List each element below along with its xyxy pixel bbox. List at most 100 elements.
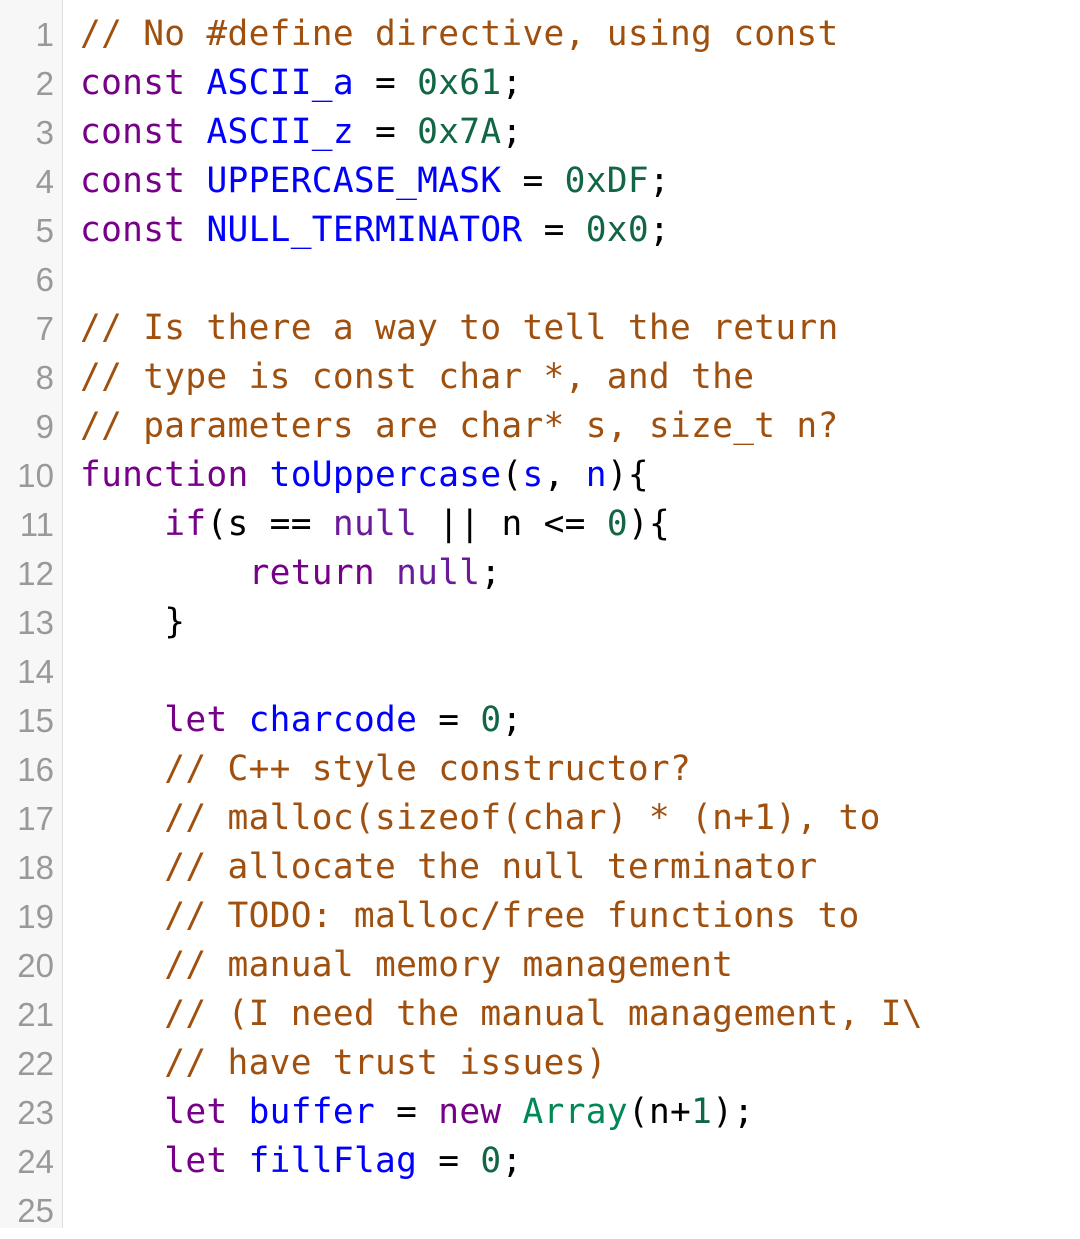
line-number: 21 — [17, 996, 54, 1033]
code-line[interactable]: 6 — [0, 255, 1080, 304]
line-code: const NULL_TERMINATOR = 0x0; — [54, 206, 670, 255]
line-number: 15 — [17, 702, 54, 739]
token-atom: null — [396, 553, 481, 593]
token-keyword: return — [248, 553, 376, 593]
token-plain — [80, 504, 164, 544]
line-code: // TODO: malloc/free functions to — [54, 892, 860, 941]
token-atom: null — [332, 504, 418, 544]
token-plain: , — [543, 455, 586, 495]
token-comment: // Is there a way to tell the return — [80, 308, 839, 348]
line-code: // C++ style constructor? — [54, 745, 691, 794]
code-line[interactable]: 25 — [0, 1186, 1080, 1235]
line-number: 2 — [35, 65, 54, 102]
code-line[interactable]: 17 // malloc(sizeof(char) * (n+1), to — [0, 794, 1080, 843]
token-comment: // have trust issues) — [164, 1043, 607, 1083]
line-number: 11 — [19, 506, 54, 543]
token-keyword: function — [80, 455, 249, 495]
line-number: 8 — [35, 359, 54, 396]
token-plain — [185, 210, 206, 250]
token-plain: ); — [712, 1092, 755, 1132]
code-line[interactable]: 18 // allocate the null terminator — [0, 843, 1080, 892]
code-line[interactable]: 13 } — [0, 598, 1080, 647]
token-def: s — [522, 455, 544, 495]
token-plain — [80, 749, 164, 789]
token-plain: = — [501, 161, 565, 201]
code-line[interactable]: 7 // Is there a way to tell the return — [0, 304, 1080, 353]
line-code: function toUppercase(s, n){ — [54, 451, 649, 500]
line-number-gutter — [0, 0, 63, 1228]
token-plain — [228, 1141, 249, 1181]
line-code: const ASCII_a = 0x61; — [54, 59, 523, 108]
token-keyword: const — [80, 63, 186, 103]
token-plain: = — [417, 1141, 481, 1181]
line-number: 16 — [17, 751, 54, 788]
token-plain: (n+ — [627, 1092, 692, 1132]
token-def: ASCII_z — [206, 112, 354, 152]
line-number: 25 — [17, 1192, 54, 1229]
token-def: UPPERCASE_MASK — [206, 161, 502, 201]
token-def: buffer — [248, 1092, 376, 1132]
token-plain: ; — [501, 63, 523, 103]
line-code: // malloc(sizeof(char) * (n+1), to — [54, 794, 881, 843]
code-line[interactable]: 9// parameters are char* s, size_t n? — [0, 402, 1080, 451]
token-plain: = — [522, 210, 586, 250]
code-line[interactable]: 23 let buffer = new Array(n+1); — [0, 1088, 1080, 1137]
line-code — [54, 255, 80, 304]
token-plain: } — [80, 602, 186, 642]
code-line[interactable]: 8 // type is const char *, and the — [0, 353, 1080, 402]
token-plain: || n <= — [417, 504, 607, 544]
token-plain: ; — [648, 161, 671, 201]
token-keyword: const — [80, 112, 186, 152]
token-def: n — [585, 455, 607, 495]
token-plain — [249, 455, 270, 495]
line-code: return null; — [54, 549, 502, 598]
token-plain: ( — [501, 455, 523, 495]
token-def: charcode — [248, 700, 418, 740]
code-line[interactable]: 12 return null; — [0, 549, 1080, 598]
line-code: let buffer = new Array(n+1); — [54, 1088, 754, 1137]
token-plain: ){ — [606, 455, 649, 495]
line-code: const ASCII_z = 0x7A; — [54, 108, 523, 157]
code-line[interactable]: 20 // manual memory management — [0, 941, 1080, 990]
line-code: // parameters are char* s, size_t n? — [54, 402, 839, 451]
line-number: 6 — [35, 261, 54, 298]
token-def: fillFlag — [248, 1141, 418, 1181]
token-comment: // (I need the manual management, I\ — [164, 994, 923, 1034]
code-line[interactable]: 1// No #define directive, using const — [0, 10, 1080, 59]
code-line[interactable]: 24 let fillFlag = 0; — [0, 1137, 1080, 1186]
token-keyword: let — [164, 1141, 228, 1181]
token-plain: ){ — [627, 504, 671, 544]
code-line[interactable]: 19 // TODO: malloc/free functions to — [0, 892, 1080, 941]
token-plain — [185, 161, 206, 201]
line-code: let fillFlag = 0; — [54, 1137, 523, 1186]
token-comment: // type is const char *, and the — [80, 357, 755, 397]
line-code: } — [54, 598, 185, 647]
code-line[interactable]: 22 // have trust issues) — [0, 1039, 1080, 1088]
line-code: // allocate the null terminator — [54, 843, 818, 892]
token-comment: // parameters are char* s, size_t n? — [80, 406, 839, 446]
code-line[interactable]: 14 — [0, 647, 1080, 696]
code-line[interactable]: 21 // (I need the manual management, I\ — [0, 990, 1080, 1039]
line-code: const UPPERCASE_MASK = 0xDF; — [54, 157, 670, 206]
token-keyword: if — [164, 504, 207, 544]
token-plain: = — [375, 1092, 439, 1132]
code-line[interactable]: 16 // C++ style constructor? — [0, 745, 1080, 794]
token-plain — [375, 553, 396, 593]
token-plain — [80, 700, 164, 740]
code-line[interactable]: 11 if(s == null || n <= 0){ — [0, 500, 1080, 549]
line-code: // (I need the manual management, I\ — [54, 990, 923, 1039]
token-number: 0x0 — [585, 210, 649, 250]
token-plain — [80, 945, 164, 985]
line-number: 7 — [35, 310, 54, 347]
token-plain — [228, 700, 249, 740]
token-plain — [80, 1141, 164, 1181]
code-line[interactable]: 15 let charcode = 0; — [0, 696, 1080, 745]
token-plain: (s == — [206, 504, 333, 544]
